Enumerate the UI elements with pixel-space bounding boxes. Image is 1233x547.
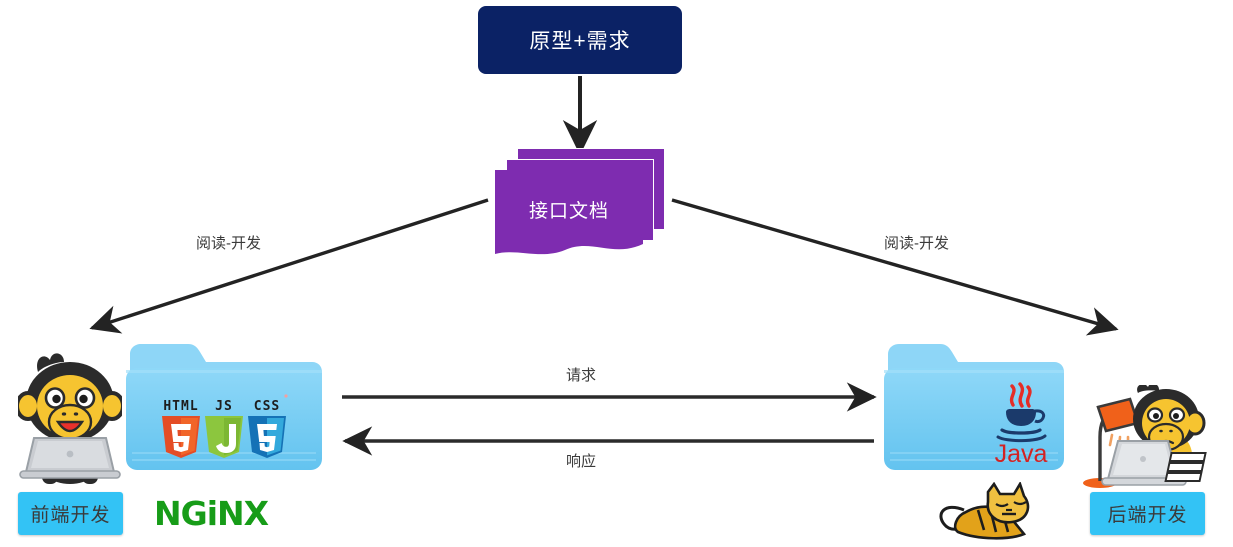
node-prototype-label: 原型+需求 (529, 30, 631, 53)
nginx-logo: NGiNX (152, 492, 296, 541)
edge-label-response: 响应 (566, 453, 597, 470)
backend-role-badge[interactable]: 后端开发 (1090, 492, 1205, 535)
backend-developer-avatar (1068, 383, 1220, 502)
laptop-icon (1101, 440, 1187, 486)
tomcat-logo (928, 480, 1044, 547)
frontend-developer-avatar (15, 350, 125, 495)
edge-label-read-develop-right: 阅读-开发 (884, 235, 949, 252)
backend-role-label: 后端开发 (1107, 505, 1188, 526)
edge-label-read-develop-left: 阅读-开发 (196, 235, 261, 252)
node-interface-document-label: 接口文档 (528, 200, 609, 222)
frontend-role-label: 前端开发 (30, 505, 111, 526)
edge-doc-to-frontend (89, 198, 489, 334)
svg-text:HTML: HTML (163, 399, 198, 414)
node-interface-document[interactable]: 接口文档 (495, 148, 665, 258)
css3-icon: CSS (248, 399, 286, 458)
node-prototype-requirements[interactable]: 原型+需求 (478, 6, 682, 74)
javascript-icon: JS (205, 399, 243, 458)
frontend-role-badge[interactable]: 前端开发 (18, 492, 123, 535)
svg-text:CSS: CSS (254, 399, 280, 414)
svg-text:JS: JS (215, 399, 233, 414)
backend-tech-folder[interactable]: Java (884, 340, 1064, 483)
frontend-tech-folder[interactable]: HTML JS CSS (126, 340, 322, 483)
nginx-wordmark: NGiNX (154, 494, 269, 533)
java-icon: Java (995, 382, 1048, 468)
books-icon (1164, 452, 1207, 482)
html5-icon: HTML (162, 399, 200, 458)
edge-doc-to-backend (671, 198, 1119, 336)
document-sheet-front (495, 170, 643, 258)
edge-label-request: 请求 (566, 367, 597, 384)
svg-text:Java: Java (995, 440, 1048, 468)
